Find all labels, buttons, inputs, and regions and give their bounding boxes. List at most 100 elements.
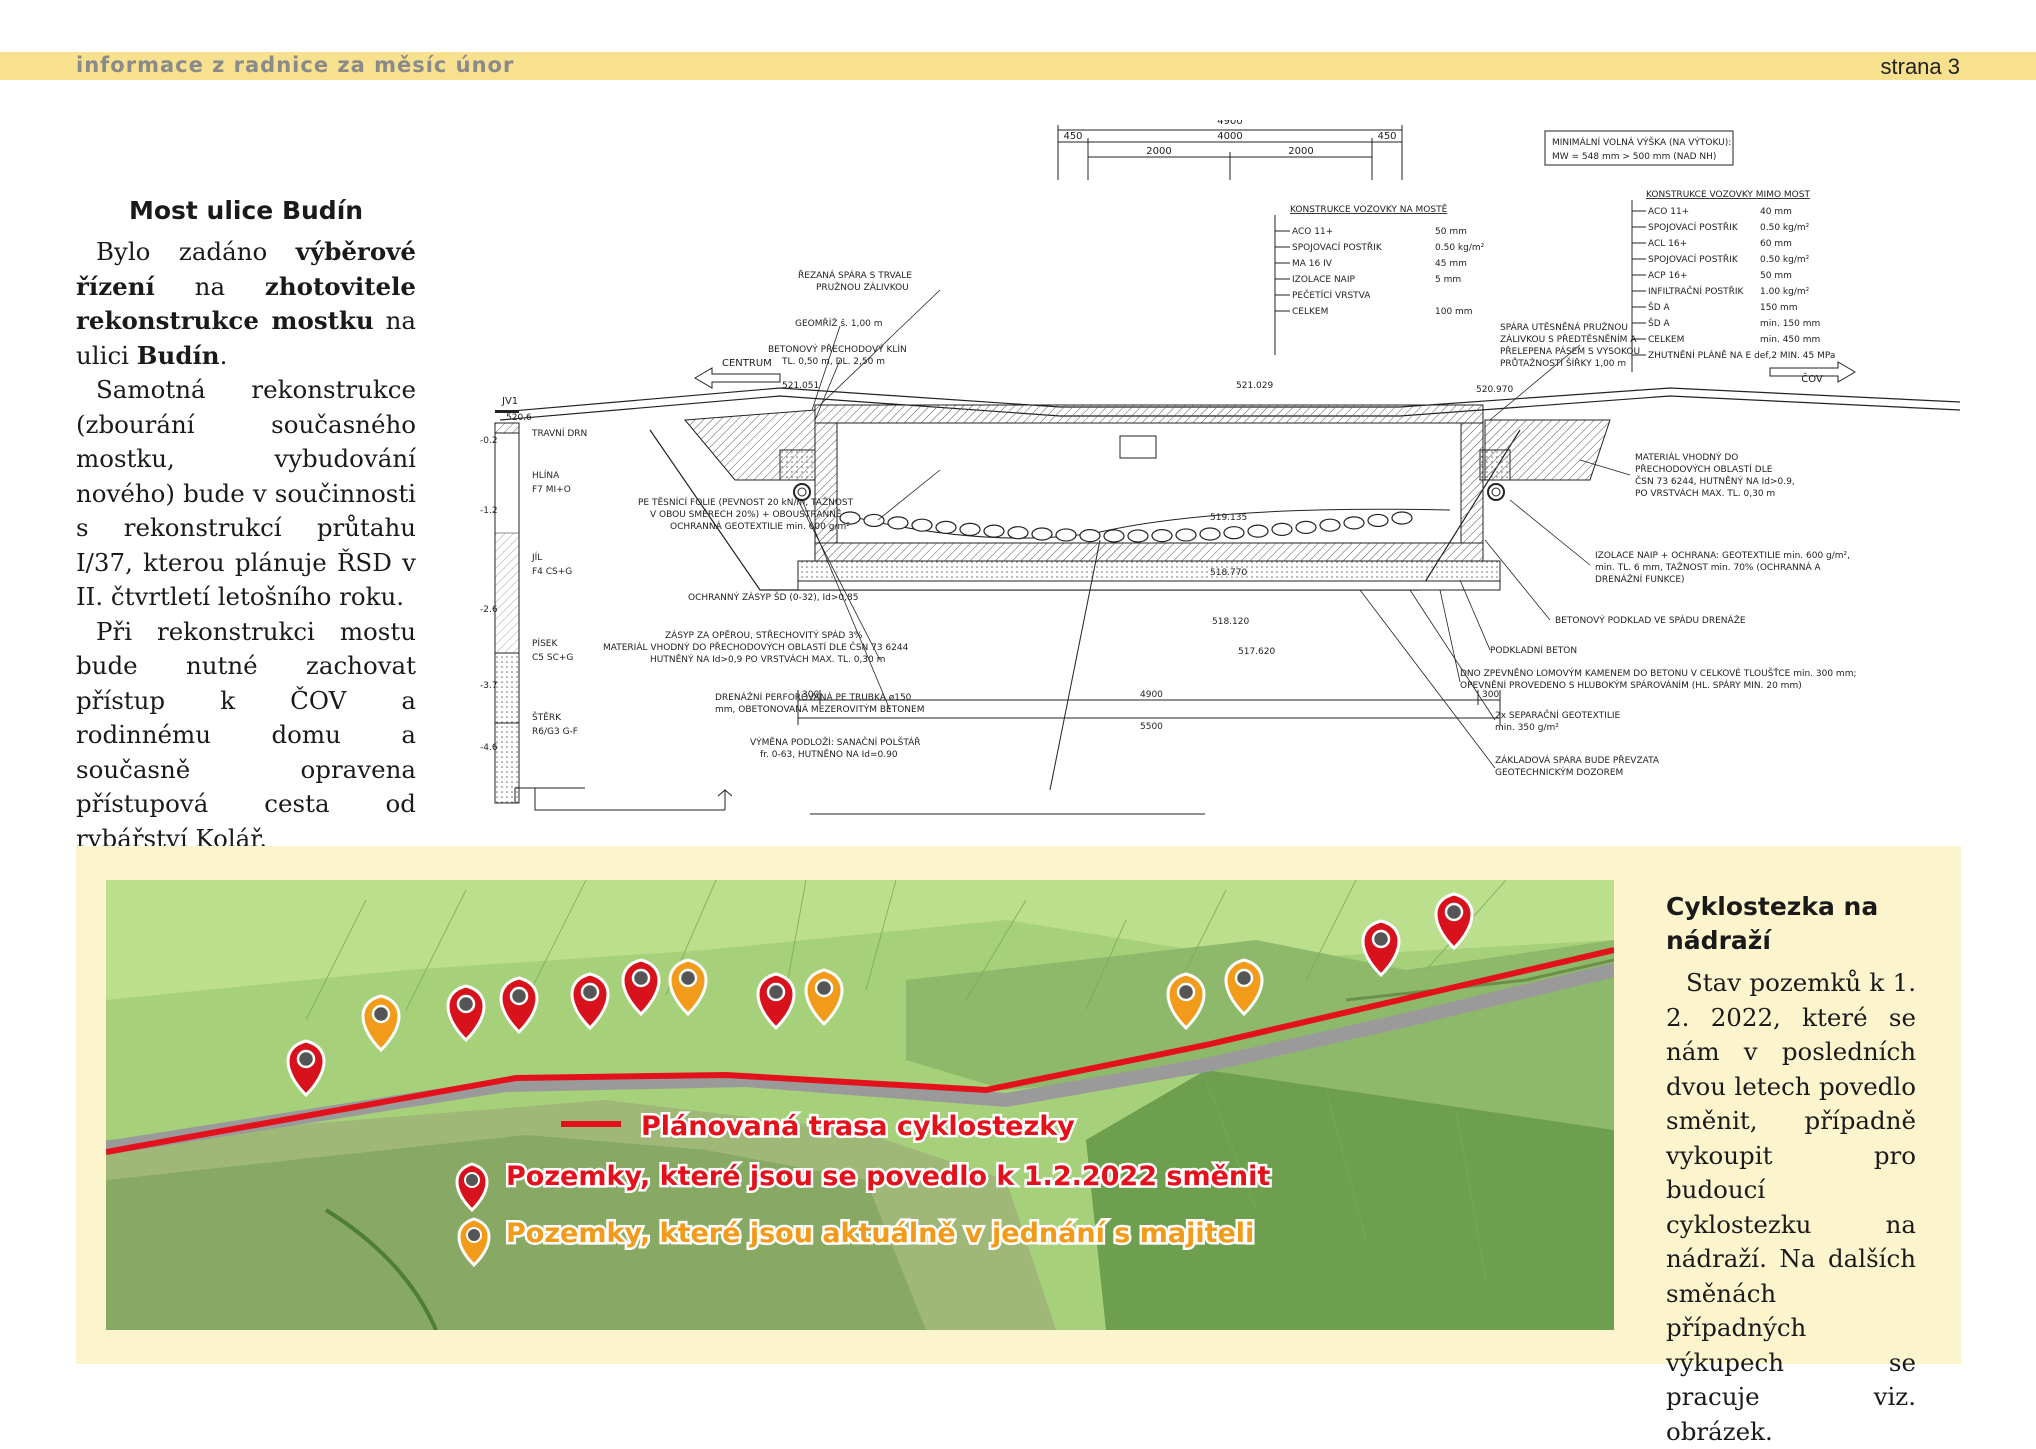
- note-text: ZÁLIVKOU S PŘEDTĚSNĚNÍM A: [1500, 333, 1637, 345]
- level-text: 518.770: [1210, 568, 1247, 578]
- note-text: min. TL. 6 mm, TAŽNOST min. 70% (OCHRANN…: [1595, 561, 1822, 573]
- road-row-label: SPOJOVACÍ POSTŘIK: [1648, 253, 1739, 265]
- borehole-name: JV1: [501, 396, 518, 407]
- road-title: KONSTRUKCE VOZOVKY MIMO MOST: [1646, 190, 1810, 200]
- layer-text: F4 CS+G: [532, 567, 572, 577]
- article-bridge-title: Most ulice Budín: [128, 196, 364, 225]
- layer-text: R6/G3 G-F: [532, 727, 578, 737]
- article-bridge: Most ulice Budín Bylo zadáno výběrové ří…: [76, 196, 416, 856]
- layer-text: HLÍNA: [532, 469, 560, 481]
- road-row-label: ŠD A: [1648, 317, 1671, 329]
- article-bridge-p3: Při rekonstrukci mostu bude nutné zachov…: [76, 616, 416, 853]
- note-text: PRUŽNOU ZÁLIVKOU: [816, 281, 909, 293]
- map-pin-icon[interactable]: [499, 976, 539, 1035]
- bridge-cross-section-drawing: 4900 450 4000 450 2000 2000 MINIMÁLNÍ VO…: [460, 116, 1970, 830]
- note-text: PE TĚSNÍCÍ FOLIE (PEVNOST 20 kN/m, TAŽNO…: [638, 496, 854, 508]
- road-row-label: ZHUTNĚNÍ PLÁNĚ NA E def,2 MIN. 45 MPa: [1648, 349, 1835, 361]
- note-text: 2x SEPARAČNÍ GEOTEXTILIE: [1495, 709, 1620, 721]
- legend-red-pin-icon: [455, 1162, 489, 1213]
- level-text: 521.029: [1236, 381, 1273, 391]
- note-text: TL. 0,50 m, DL. 2,50 m: [781, 357, 885, 367]
- road-row-value: 40 mm: [1760, 207, 1792, 217]
- deck-row-label: SPOJOVACÍ POSTŘIK: [1292, 241, 1383, 253]
- text: .: [219, 340, 228, 370]
- legend-orange-pin-icon: [457, 1217, 491, 1268]
- road-row-value: min. 150 mm: [1760, 319, 1820, 329]
- note-text: BETONOVÝ PODKLAD VE SPÁDU DRENÁŽE: [1555, 614, 1746, 626]
- road-row-label: ŠD A: [1648, 301, 1671, 313]
- road-row-value: min. 450 mm: [1760, 335, 1820, 345]
- layer-text: F7 MI+O: [532, 485, 571, 495]
- road-row-label: INFILTRAČNÍ POSTŘIK: [1648, 285, 1745, 297]
- article-bridge-p2: Samotná rekonstrukce (zbourání současnéh…: [76, 375, 416, 611]
- dim-text: 4900: [1217, 120, 1242, 127]
- borehole-top: 520.6: [506, 413, 532, 423]
- layer-text: ŠTĚRK: [532, 711, 562, 723]
- text-bold: výběrové řízení: [76, 237, 416, 301]
- level-text: 519.135: [1210, 513, 1247, 523]
- road-row-value: 0.50 kg/m²: [1760, 223, 1810, 233]
- note-text: SPÁRA UTĚSNĚNÁ PRUŽNOU: [1500, 321, 1628, 333]
- map-svg: Plánovaná trasa cyklostezky Pozemky, kte…: [106, 880, 1614, 1330]
- note-text: min. 350 g/m²: [1495, 723, 1559, 733]
- deck-row-value: 100 mm: [1435, 307, 1473, 317]
- note-text: GEOMŘÍŽ š. 1,00 m: [795, 317, 883, 329]
- note-text: MATERIÁL VHODNÝ DO PŘECHODOVÝCH OBLASTÍ …: [603, 641, 909, 653]
- dim-text: 4900: [1140, 690, 1163, 700]
- map-pin-icon[interactable]: [570, 972, 610, 1031]
- map-pin-icon[interactable]: [1434, 892, 1474, 951]
- layer-text: PÍSEK: [532, 637, 558, 649]
- deck-title: KONSTRUKCE VOZOVKY NA MOSTĚ: [1290, 203, 1448, 215]
- min-height-value: MW = 548 mm > 500 mm (NAD NH): [1552, 152, 1716, 162]
- note-text: V OBOU SMĚRECH 20%) + OBOUSTRANNĚ: [650, 508, 842, 520]
- map-pin-icon[interactable]: [1224, 958, 1264, 1017]
- arrow-left-icon: [694, 367, 781, 389]
- road-row-label: ACO 11+: [1648, 207, 1689, 217]
- note-text: VÝMĚNA PODLOŽÍ: SANAČNÍ POLŠTÁŘ: [750, 736, 921, 748]
- page-header: informace z radnice za měsíc únor strana…: [0, 52, 2036, 80]
- road-row-label: SPOJOVACÍ POSTŘIK: [1648, 221, 1739, 233]
- note-text: PRŮTAŽNOSTÍ ŠÍŘKY 1,00 m: [1500, 357, 1626, 369]
- note-text: ŘEZANÁ SPÁRA S TRVALE: [798, 269, 912, 281]
- direction-left: CENTRUM: [722, 358, 772, 369]
- note-text: BETONOVÝ PŘECHODOVÝ KLÍN: [768, 343, 907, 355]
- note-text: OCHRANNÝ ZÁSYP ŠD (0-32), Id>0,85: [688, 591, 858, 603]
- map-pin-icon[interactable]: [621, 958, 661, 1017]
- note-text: ZÁSYP ZA OPĚROU, STŘECHOVITÝ SPÁD 3%: [665, 629, 863, 641]
- deck-row-label: CELKEM: [1292, 307, 1328, 317]
- map-pin-icon[interactable]: [286, 1039, 326, 1098]
- level-text: 518.120: [1212, 617, 1249, 627]
- depth-text: -0.2: [480, 436, 498, 446]
- level-text: 517.620: [1238, 647, 1275, 657]
- depth-text: -1.2: [480, 506, 498, 516]
- road-row-value: 50 mm: [1760, 271, 1792, 281]
- map-pin-icon[interactable]: [1166, 972, 1206, 1031]
- road-table: KONSTRUKCE VOZOVKY MIMO MOST ACO 11+ 40 m…: [1631, 190, 1835, 372]
- level-text: 520.970: [1476, 385, 1513, 395]
- deck-row-label: IZOLACE NAIP: [1292, 275, 1355, 285]
- note-text: GEOTECHNICKÝM DOZOREM: [1495, 766, 1623, 778]
- note-text: PŘECHODOVÝCH OBLASTÍ DLE: [1635, 463, 1773, 475]
- deck-row-value: 50 mm: [1435, 227, 1467, 237]
- depth-text: -4.6: [480, 743, 498, 753]
- map-pin-icon[interactable]: [756, 972, 796, 1031]
- road-row-value: 60 mm: [1760, 239, 1792, 249]
- deck-row-label: PEČETÍCÍ VRSTVA: [1292, 289, 1371, 301]
- map-pin-icon[interactable]: [361, 994, 401, 1053]
- direction-right: ČOV: [1801, 372, 1823, 385]
- text: Bylo zadáno: [96, 237, 296, 266]
- map-pin-icon[interactable]: [668, 958, 708, 1017]
- deck-row-value: 5 mm: [1435, 275, 1461, 285]
- dim-text: 2000: [1146, 146, 1171, 157]
- note-text: OPEVNĚNÍ PROVEDENO S HLUBOKÝM SPÁROVÁNÍM…: [1460, 679, 1802, 691]
- note-text: DNO ZPEVNĚNO LOMOVÝM KAMENEM DO BETONU V…: [1460, 667, 1857, 679]
- legend-orange: Pozemky, které jsou aktuálně v jednání s…: [506, 1218, 1254, 1249]
- map-pin-icon[interactable]: [804, 968, 844, 1027]
- note-text: HUTNĚNÝ NA Id>0,9 PO VRSTVÁCH MAX. TL. 0…: [650, 653, 885, 665]
- section-title: informace z radnice za měsíc únor: [76, 53, 515, 77]
- depth-text: -3.7: [480, 681, 498, 691]
- article-bridge-p1: Bylo zadáno výběrové řízení na zhotovite…: [76, 235, 416, 373]
- map-pin-icon[interactable]: [446, 984, 486, 1043]
- dim-text: 2000: [1288, 146, 1313, 157]
- map-pin-icon[interactable]: [1361, 919, 1401, 978]
